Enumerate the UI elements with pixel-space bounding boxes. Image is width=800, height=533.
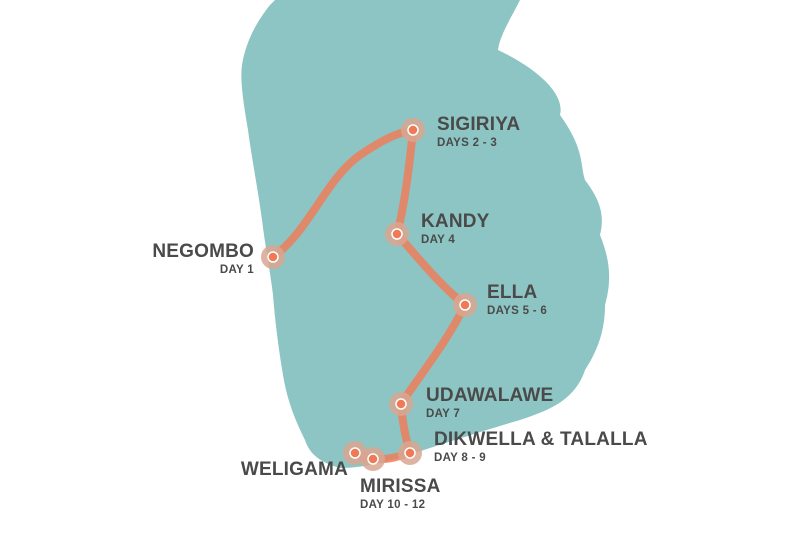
label-weligama: WELIGAMA (241, 459, 348, 481)
stop-name: WELIGAMA (240, 459, 348, 480)
stop-name: DIKWELLA & TALALLA (434, 429, 648, 450)
stop-name: SIGIRIYA (437, 114, 521, 135)
stop-days: DAY 1 (219, 264, 254, 276)
stop-days: DAYS 2 - 3 (437, 137, 498, 149)
stop-name: ELLA (487, 282, 538, 303)
stop-days: DAYS 5 - 6 (487, 305, 548, 317)
sri-lanka-island (241, 0, 610, 468)
stop-marker-negombo[interactable] (261, 245, 285, 269)
label-negombo: NEGOMBO DAY 1 (152, 241, 254, 277)
label-ella: ELLA DAYS 5 - 6 (487, 282, 547, 318)
stop-marker-dikwella[interactable] (398, 441, 422, 465)
stop-name: MIRISSA (360, 476, 441, 497)
stop-days: DAY 10 - 12 (360, 499, 426, 511)
label-sigiriya: SIGIRIYA DAYS 2 - 3 (437, 114, 520, 150)
stop-days: DAY 4 (421, 234, 456, 246)
stop-name: NEGOMBO (152, 241, 254, 262)
stop-marker-kandy[interactable] (385, 222, 409, 246)
route-line (269, 126, 469, 464)
label-dikwella: DIKWELLA & TALALLA DAY 8 - 9 (434, 429, 648, 465)
stop-name: KANDY (421, 211, 490, 232)
label-mirissa: MIRISSA DAY 10 - 12 (360, 476, 441, 512)
stop-marker-sigiriya[interactable] (401, 118, 425, 142)
stop-days: DAY 8 - 9 (434, 452, 486, 464)
label-udawalawe: UDAWALAWE DAY 7 (426, 385, 553, 421)
stop-name: UDAWALAWE (426, 385, 554, 406)
stop-days: DAY 7 (426, 408, 461, 420)
stop-marker-ella[interactable] (453, 293, 477, 317)
stop-marker-weligama[interactable] (343, 441, 367, 465)
label-kandy: KANDY DAY 4 (421, 211, 490, 247)
stop-marker-udawalawe[interactable] (389, 392, 413, 416)
